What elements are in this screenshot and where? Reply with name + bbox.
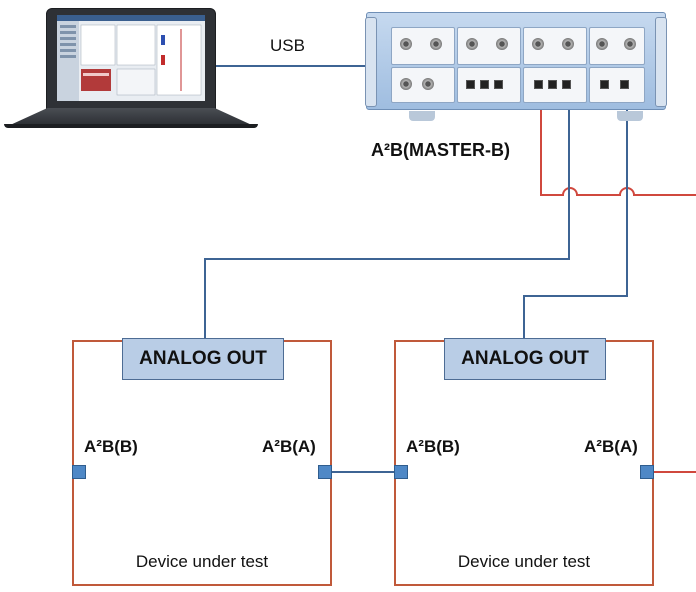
instrument-label: A²B(MASTER-B)	[371, 140, 510, 160]
channel-module-3	[523, 27, 587, 65]
software-window-icon	[57, 15, 205, 101]
usb-label: USB	[270, 36, 305, 55]
instrument-foot-left	[409, 111, 435, 121]
a2b-a-label-1: A²B(A)	[262, 437, 316, 456]
analog-wire-device-2	[523, 82, 628, 340]
a2b-b-label-2: A²B(B)	[406, 437, 460, 456]
aux-module	[589, 67, 645, 103]
a2b-wire-master	[540, 82, 696, 196]
analog-out-label-1: ANALOG OUT	[122, 338, 284, 380]
laptop-display	[57, 15, 205, 101]
power-module	[391, 67, 455, 103]
laptop-base-edge	[4, 124, 258, 128]
device-caption-1: Device under test	[135, 552, 269, 571]
a2b-a-label-2: A²B(A)	[584, 437, 638, 456]
laptop-keyboard	[8, 108, 254, 126]
a2b-a-port-2	[640, 465, 654, 479]
analog-wire-device-1	[204, 82, 570, 340]
digital-io-module	[457, 67, 521, 103]
analog-out-label-2: ANALOG OUT	[444, 338, 606, 380]
analog-output-module	[391, 27, 455, 65]
analog-input-module	[457, 27, 521, 65]
instrument-foot-right	[617, 111, 643, 121]
a2b-b-port-2	[394, 465, 408, 479]
laptop-screen	[46, 8, 216, 110]
a2b-b-label-1: A²B(B)	[84, 437, 138, 456]
a2b-a-port-1	[318, 465, 332, 479]
channel-module-4	[589, 27, 645, 65]
a2b-b-port-1	[72, 465, 86, 479]
left-handle	[365, 17, 377, 107]
audio-analyzer-icon	[365, 12, 667, 121]
a2b-module	[523, 67, 587, 103]
right-handle	[655, 17, 667, 107]
device-caption-2: Device under test	[457, 552, 591, 571]
